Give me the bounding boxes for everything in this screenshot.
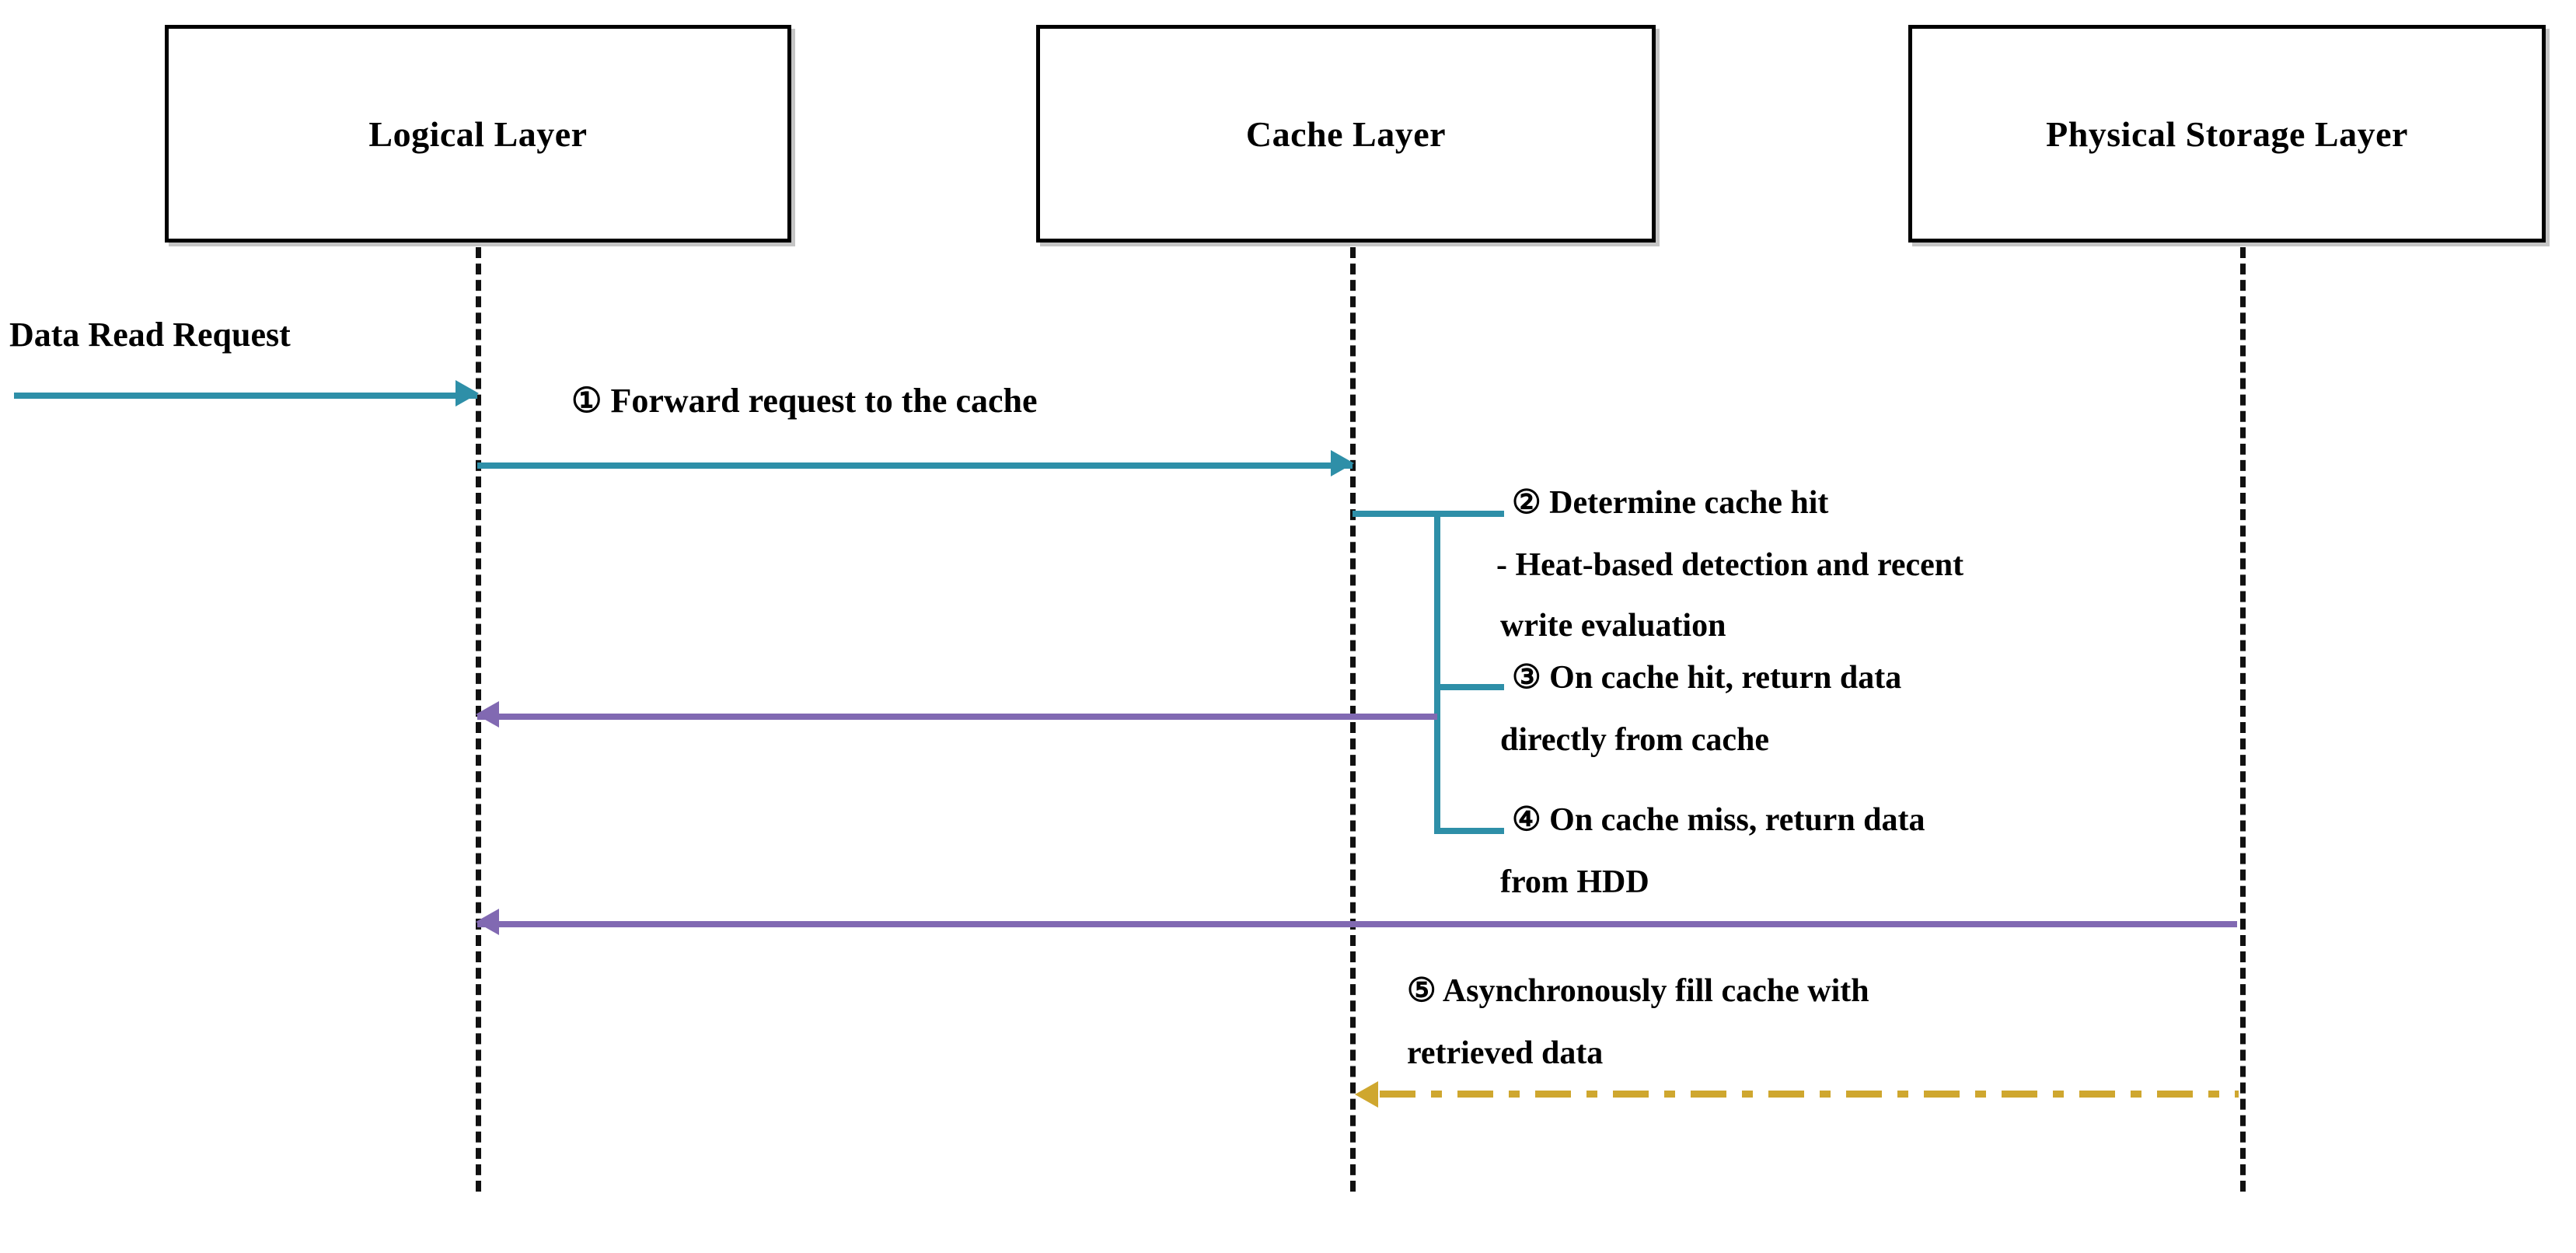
participant-box-cache-layer[interactable]: Cache Layer [1036,25,1656,243]
note-5-asynchronously-fill-cache-line2: retrieved data [1407,1035,1604,1071]
bracket-stub-note-2 [1353,511,1504,517]
arrowhead-right [456,380,479,407]
note-2-determine-cache-hit-line3: write evaluation [1500,608,1726,644]
participant-box-physical-storage-layer[interactable]: Physical Storage Layer [1908,25,2546,243]
message-shaft [14,393,477,399]
participant-box-logical-layer[interactable]: Logical Layer [165,25,791,243]
note-2-determine-cache-hit-line2: - Heat-based detection and recent [1496,547,1964,583]
participant-label-cache-layer: Cache Layer [1245,113,1447,154]
arrowhead-left [476,909,499,935]
note-4-on-cache-miss-line2: from HDD [1500,864,1649,900]
arrowhead-left [1355,1081,1378,1108]
message-label-1-forward-request: ① Forward request to the cache [571,382,1038,420]
note-4-on-cache-miss-line1: ④ On cache miss, return data [1512,802,1925,838]
note-3-on-cache-hit-line2: directly from cache [1500,722,1769,758]
note-3-on-cache-hit-line1: ③ On cache hit, return data [1512,660,1902,696]
note-2-determine-cache-hit-line1: ② Determine cache hit [1512,485,1829,521]
arrowhead-left [476,701,499,728]
participant-label-logical-layer: Logical Layer [368,113,588,154]
bracket-stub-note-3 [1434,684,1504,690]
lifeline-physical-storage-layer [2240,247,2246,1192]
message-shaft [477,921,2237,927]
bracket-spine-cache-self-calls [1434,511,1440,831]
message-shaft [477,462,1353,469]
message-shaft [477,714,1437,720]
message-shaft-5-async-fill-cache [1380,1091,2239,1098]
bracket-stub-note-4 [1434,828,1504,834]
participant-label-physical-storage-layer: Physical Storage Layer [2046,113,2408,154]
arrowhead-right [1331,450,1354,476]
entry-label-data-read-request: Data Read Request [9,316,291,354]
note-5-asynchronously-fill-cache-line1: ⑤ Asynchronously fill cache with [1407,973,1869,1009]
